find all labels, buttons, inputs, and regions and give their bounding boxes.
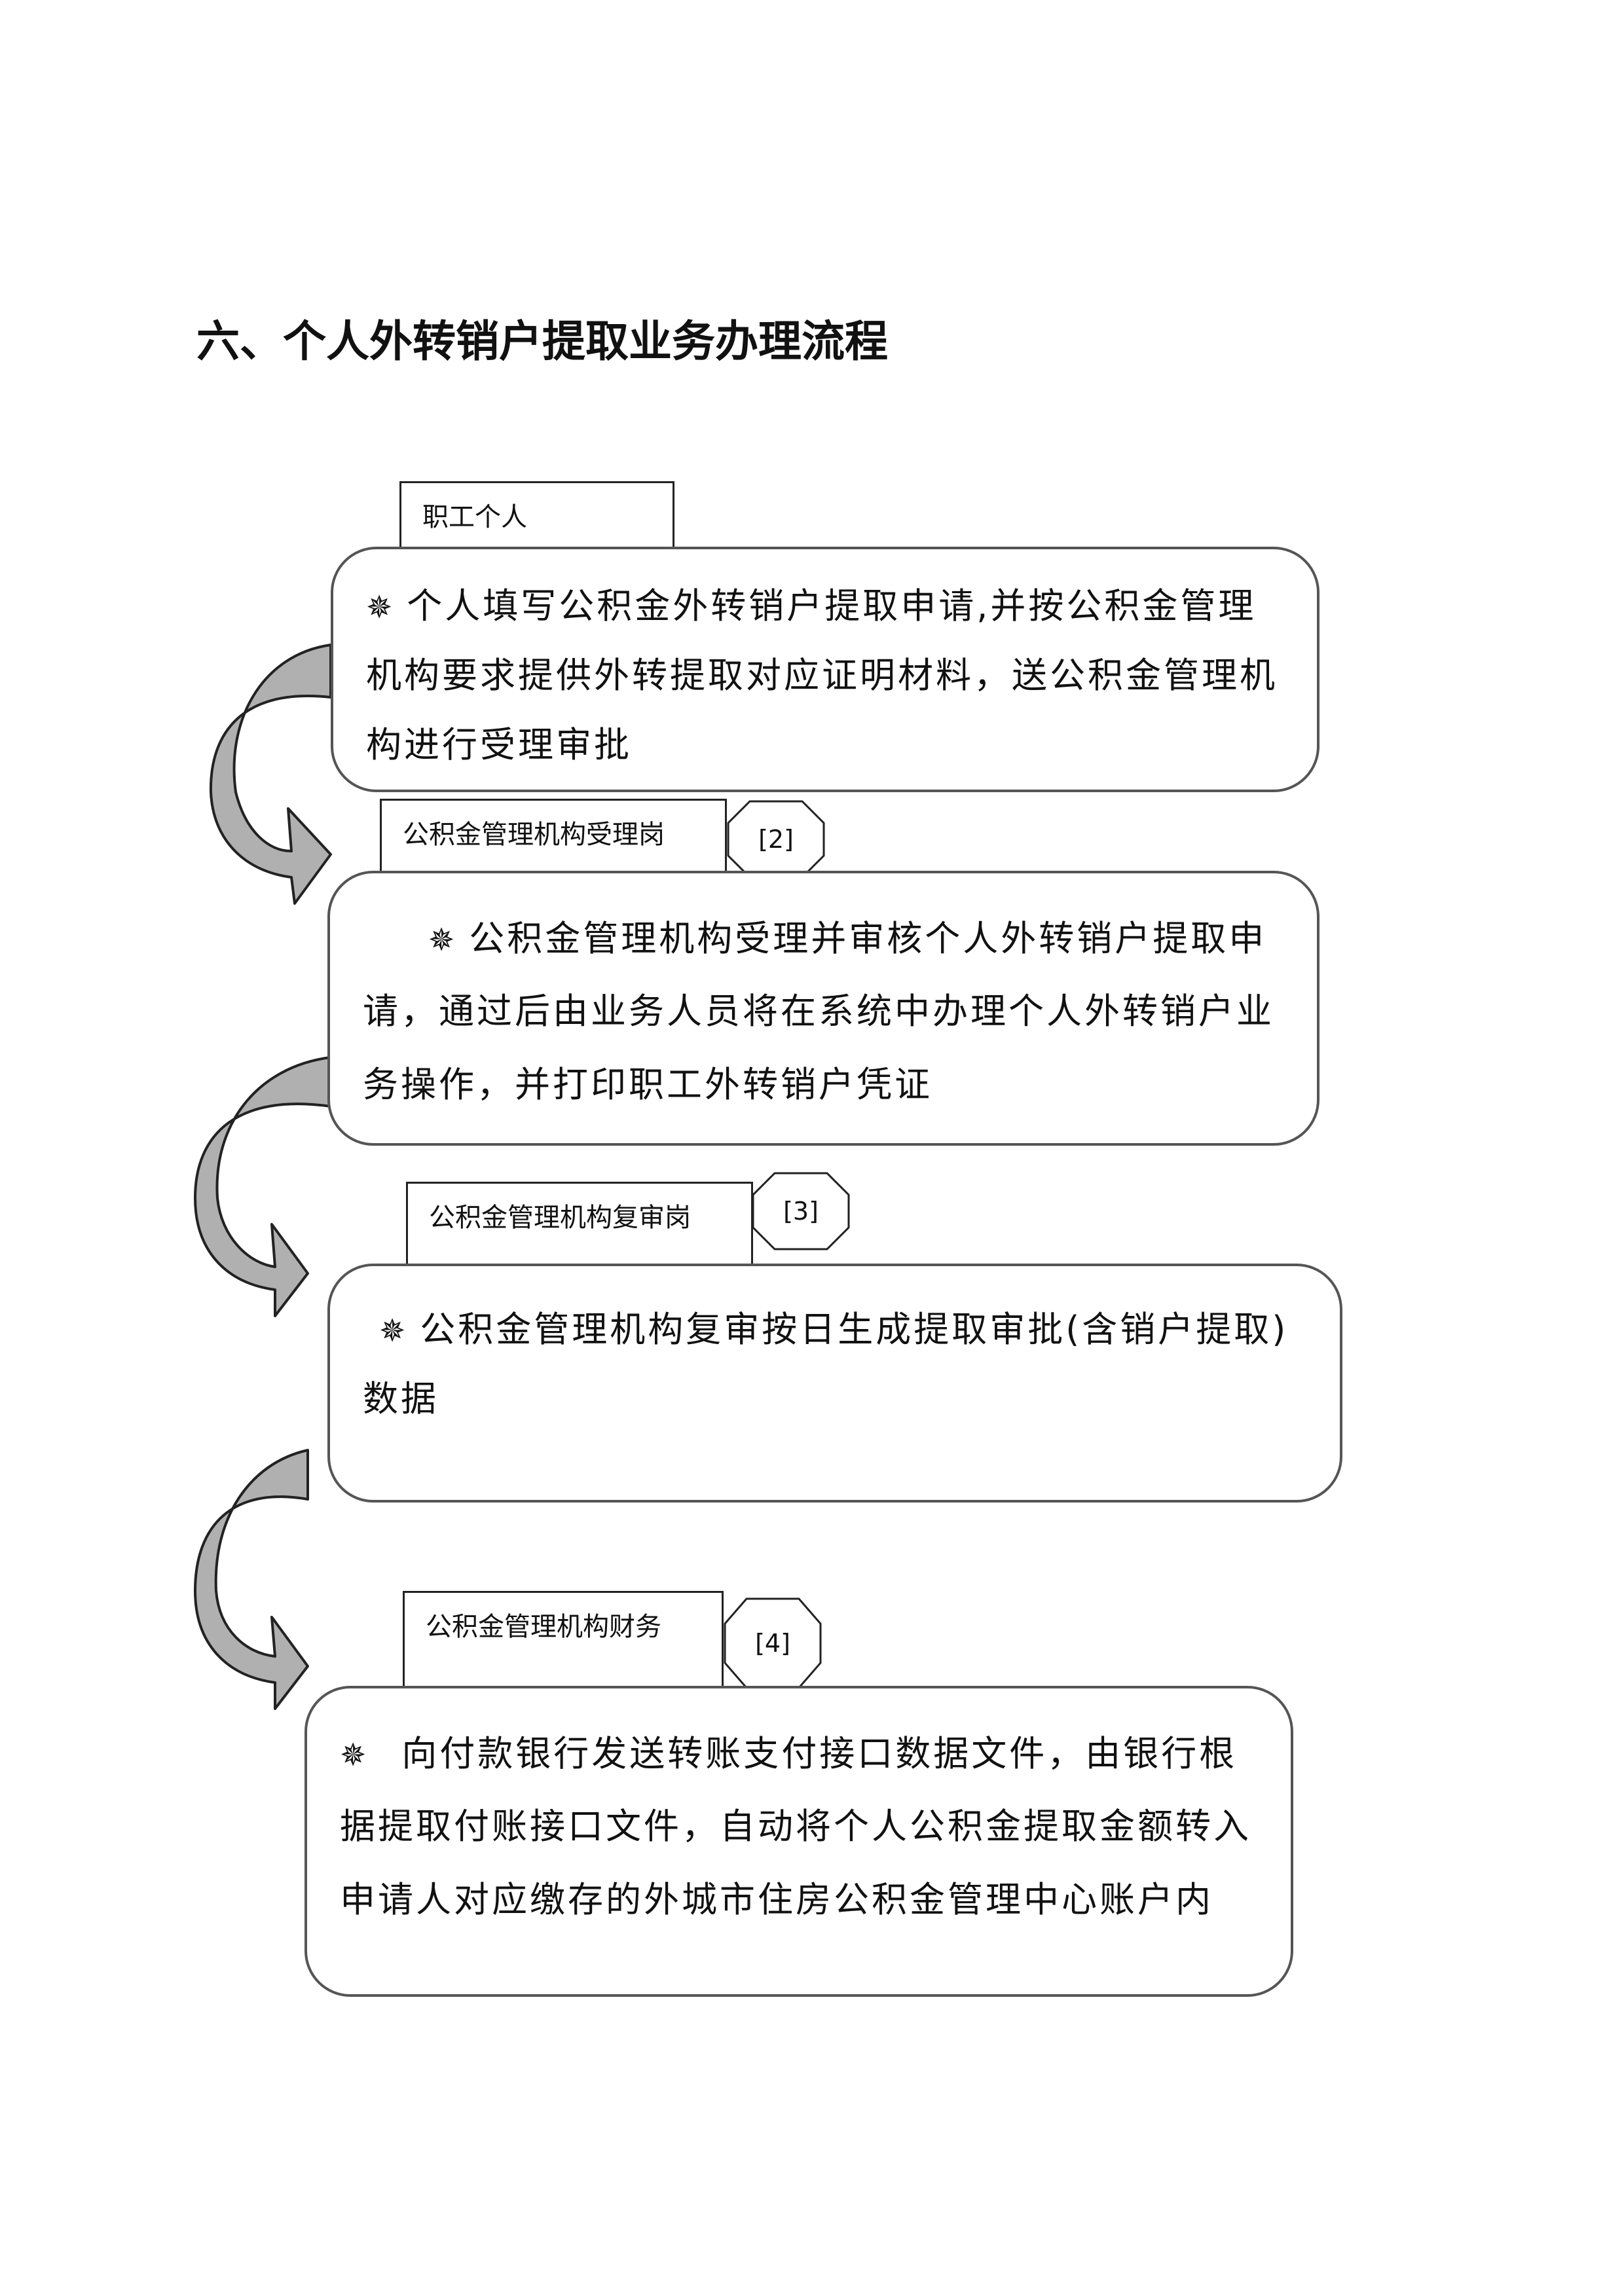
step-box-1: ✵个人填写公积金外转销户提取申请,并按公积金管理 机构要求提供外转提取对应证明材… xyxy=(331,547,1320,792)
step-2-line-3: 务操作，并打印职工外转销户凭证 xyxy=(363,1063,932,1105)
role-label-employee: 职工个人 xyxy=(399,481,674,550)
curved-arrow-2 xyxy=(194,1056,332,1317)
step-2-line-1: ✵公积金管理机构受理并审核个人外转销户提取申 xyxy=(428,918,1267,959)
step-4-line-3: 申请人对应缴存的外城市住房公积金管理中心账户内 xyxy=(340,1878,1213,1920)
step-1-line-1: ✵个人填写公积金外转销户提取申请,并按公积金管理 xyxy=(366,585,1257,627)
curved-arrow-3 xyxy=(194,1449,309,1710)
step-2-line-2: 请，通过后由业务人员将在系统中办理个人外转销户业 xyxy=(363,991,1274,1032)
octagon-shape xyxy=(752,1172,850,1250)
role-label-review: 公积金管理机构复审岗 xyxy=(406,1182,753,1267)
step-4-line-2: 据提取付账接口文件，自动将个人公积金提取金额转入 xyxy=(340,1806,1251,1848)
curved-arrow-1 xyxy=(209,644,332,905)
step-box-4: ✵向付款银行发送转账支付接口数据文件，由银行根 据提取付账接口文件，自动将个人公… xyxy=(304,1686,1293,1997)
step-number-2: [2] xyxy=(727,800,825,879)
step-3-line-1: ✵公积金管理机构复审按日生成提取审批(含销户提取) xyxy=(379,1309,1289,1350)
role-label-finance: 公积金管理机构财务 xyxy=(403,1591,724,1692)
step-1-line-3: 构进行受理审批 xyxy=(366,724,632,765)
page-title: 六、个人外转销户提取业务办理流程 xyxy=(196,316,888,367)
gear-icon: ✵ xyxy=(428,922,458,958)
step-box-2: ✵公积金管理机构受理并审核个人外转销户提取申 请，通过后由业务人员将在系统中办理… xyxy=(327,871,1320,1146)
gear-icon: ✵ xyxy=(366,589,396,626)
step-number-4: [4] xyxy=(724,1597,822,1689)
step-3-line-2: 数据 xyxy=(363,1378,439,1419)
gear-icon: ✵ xyxy=(379,1313,409,1349)
gear-icon: ✵ xyxy=(340,1737,369,1774)
role-label-acceptance: 公积金管理机构受理岗 xyxy=(380,799,727,874)
step-box-3: ✵公积金管理机构复审按日生成提取审批(含销户提取) 数据 xyxy=(327,1264,1342,1503)
step-4-line-1: ✵向付款银行发送转账支付接口数据文件，由银行根 xyxy=(340,1733,1238,1774)
step-number-3: [3] xyxy=(752,1172,850,1250)
step-1-line-2: 机构要求提供外转提取对应证明材料，送公积金管理机 xyxy=(366,655,1278,696)
